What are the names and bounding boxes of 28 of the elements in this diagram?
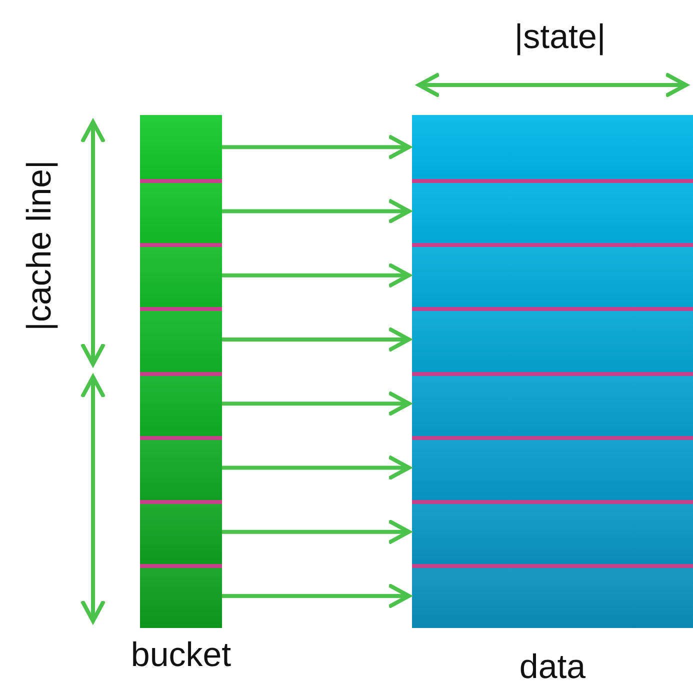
arrow xyxy=(222,262,411,288)
arrow xyxy=(222,519,411,545)
cell xyxy=(140,500,222,564)
cell xyxy=(140,307,222,372)
arrow xyxy=(222,583,411,609)
cell xyxy=(412,372,693,436)
cell xyxy=(140,115,222,180)
cell xyxy=(412,243,693,308)
arrow xyxy=(222,134,411,160)
height-label: |cache line| xyxy=(20,159,60,333)
cell xyxy=(140,564,222,628)
arrow xyxy=(222,198,411,224)
block-label: data xyxy=(518,648,587,687)
cell xyxy=(412,500,693,564)
cell xyxy=(140,372,222,436)
cell xyxy=(412,564,693,628)
cell xyxy=(412,307,693,372)
arrow xyxy=(222,454,411,480)
width-label: |state| xyxy=(513,18,607,57)
cell xyxy=(412,436,693,500)
cell xyxy=(140,179,222,244)
cell xyxy=(412,179,693,244)
cell xyxy=(412,115,693,180)
cell xyxy=(140,243,222,308)
arrow xyxy=(222,326,411,352)
cell xyxy=(140,436,222,500)
column-label: bucket xyxy=(130,636,232,675)
arrow xyxy=(222,390,411,416)
